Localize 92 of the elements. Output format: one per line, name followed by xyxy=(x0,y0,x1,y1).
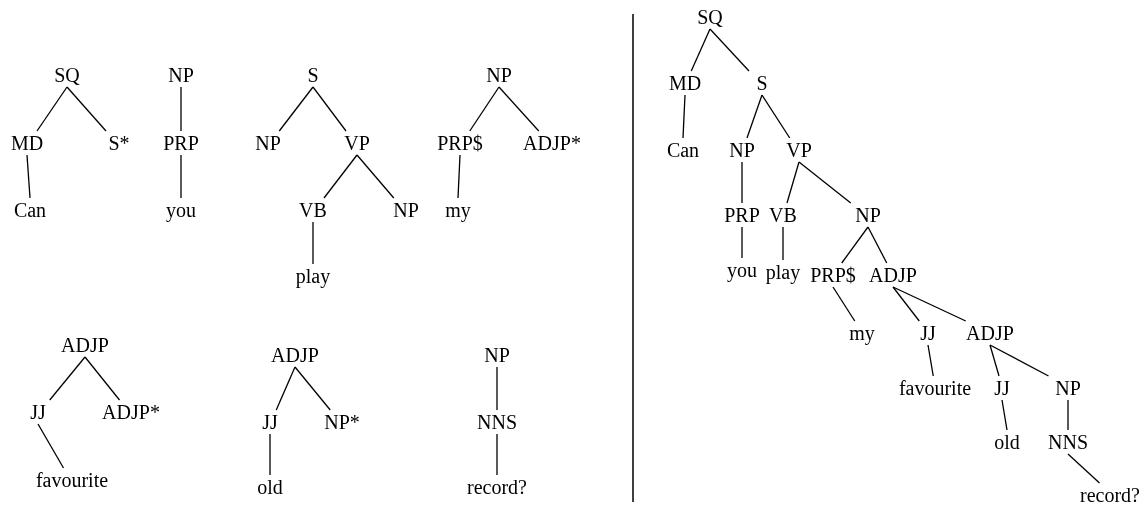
tree-node-label: record? xyxy=(1080,484,1140,506)
tree-node-label: Can xyxy=(666,139,700,161)
tree-node-label: MD xyxy=(10,132,44,154)
tree-node-label: JJ xyxy=(262,411,278,433)
tree-node-label: Can xyxy=(13,199,47,221)
tree-branch-line xyxy=(37,423,65,469)
tree-node-label: ADJP* xyxy=(102,401,160,423)
tree-branch-line xyxy=(746,94,763,139)
tree-node-label: VB xyxy=(769,204,797,226)
tree-node-label: PRP xyxy=(163,132,199,154)
tree-branch-line xyxy=(84,356,121,401)
tree-node-label: S xyxy=(756,72,768,94)
tree-node-label: you xyxy=(727,259,757,281)
tree-branch-line xyxy=(867,226,888,264)
tree-branch-line xyxy=(741,161,743,204)
tree-branch-line xyxy=(180,154,182,199)
tree-node-label: favourite xyxy=(898,377,972,399)
tree-node-label: SQ xyxy=(54,64,80,86)
tree-node-label: SQ xyxy=(697,6,723,28)
tree-branch-line xyxy=(690,28,711,72)
tree-node-label: VP xyxy=(786,139,812,161)
tree-node-label: VB xyxy=(299,199,327,221)
tree-branch-line xyxy=(323,154,358,199)
tree-node-label: PRP$ xyxy=(810,264,856,286)
tree-branch-line xyxy=(356,154,395,199)
tree-node-label: NP xyxy=(484,344,510,366)
tree-node-label: PRP xyxy=(724,204,760,226)
tree-branch-line xyxy=(496,433,498,476)
tree-branch-line xyxy=(66,86,107,132)
tree-branch-line xyxy=(1001,399,1008,431)
tree-branch-line xyxy=(832,286,856,322)
tree-node-label: old xyxy=(994,431,1020,453)
tree-branch-line xyxy=(798,161,852,204)
tree-branch-line xyxy=(278,86,314,132)
tree-branch-line xyxy=(841,226,869,264)
tree-node-label: ADJP xyxy=(966,322,1014,344)
tree-node-label: ADJP xyxy=(61,334,109,356)
tree-node-label: NP xyxy=(729,139,755,161)
tree-branch-line xyxy=(36,86,68,132)
tree-branch-line xyxy=(892,286,967,322)
tree-branch-line xyxy=(180,86,182,132)
tree-node-label: S* xyxy=(108,132,130,154)
tree-node-label: PRP$ xyxy=(437,132,483,154)
tree-node-label: my xyxy=(445,199,471,221)
tree-node-label: NP xyxy=(168,64,194,86)
tree-node-label: play xyxy=(765,261,801,283)
tree-node-label: NP xyxy=(1055,377,1081,399)
tree-node-label: NP xyxy=(393,199,419,221)
tree-node-label: favourite xyxy=(35,469,109,491)
tree-node-label: ADJP* xyxy=(523,132,581,154)
tree-branch-line xyxy=(786,161,800,204)
tree-node-label: ADJP xyxy=(271,344,319,366)
tree-node-label: NP xyxy=(255,132,281,154)
tree-node-label: you xyxy=(166,199,196,221)
tree-node-label: ADJP xyxy=(869,264,917,286)
tree-branch-line xyxy=(498,86,540,132)
tree-branch-line xyxy=(469,86,500,132)
tree-branch-line xyxy=(49,356,86,401)
tree-branch-line xyxy=(275,366,296,411)
tree-branch-line xyxy=(741,226,743,259)
tree-branch-line xyxy=(1067,453,1101,484)
tree-node-label: NP xyxy=(486,64,512,86)
tree-branch-line xyxy=(892,286,920,322)
tree-branch-line xyxy=(496,366,498,411)
tree-branch-line xyxy=(682,94,686,139)
tree-branch-line xyxy=(294,366,331,411)
tree-node-label: NP* xyxy=(324,411,360,433)
tree-branch-line xyxy=(26,154,31,199)
tree-branch-line xyxy=(989,344,1050,377)
tree-node-label: NP xyxy=(855,204,881,226)
tree-branch-line xyxy=(761,94,791,139)
tree-node-label: S xyxy=(307,64,319,86)
tree-branch-line xyxy=(989,344,1000,377)
tree-branch-line xyxy=(1067,399,1069,431)
tree-node-label: VP xyxy=(344,132,370,154)
tree-branch-line xyxy=(927,344,934,377)
tree-node-label: NNS xyxy=(1048,431,1088,453)
tree-node-label: JJ xyxy=(920,322,936,344)
tree-node-label: NNS xyxy=(477,411,517,433)
tree-branch-line xyxy=(269,433,271,476)
tree-branch-line xyxy=(709,28,750,72)
tree-branch-line xyxy=(782,226,784,261)
tree-node-label: play xyxy=(295,265,331,287)
tree-branch-line xyxy=(312,221,314,265)
tree-branch-line xyxy=(457,154,461,199)
tree-node-label: JJ xyxy=(994,377,1010,399)
tree-node-label: JJ xyxy=(30,401,46,423)
tree-node-label: record? xyxy=(467,476,527,498)
tree-node-label: old xyxy=(257,476,283,498)
tree-node-label: my xyxy=(849,322,875,344)
tree-node-label: MD xyxy=(668,72,702,94)
tree-branch-line xyxy=(312,86,347,132)
